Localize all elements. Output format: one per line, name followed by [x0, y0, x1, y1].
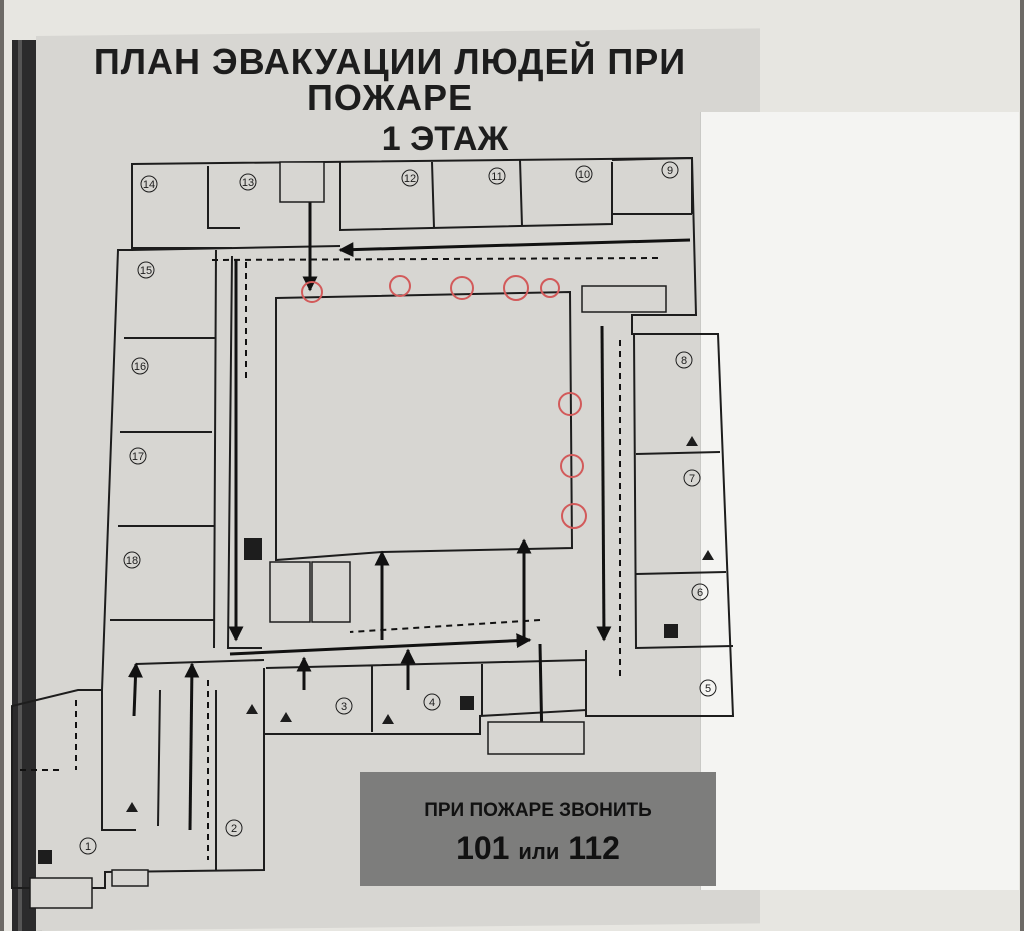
room-5: 5: [699, 679, 717, 697]
binder-shadow: [18, 40, 22, 931]
room-label: 12: [404, 173, 416, 185]
room-14-15-walls: [132, 166, 240, 249]
stair-south: [487, 721, 585, 755]
phone-icon: [664, 624, 678, 638]
stairs: [29, 161, 667, 909]
room-label: 2: [231, 823, 237, 835]
room-2: 2: [225, 819, 243, 837]
room-label: 15: [140, 265, 152, 277]
west-rooms: [110, 249, 217, 649]
room-8: 8: [675, 351, 693, 369]
room-9: [611, 156, 693, 214]
emergency-call-text: ПРИ ПОЖАРЕ ЗВОНИТЬ: [424, 800, 652, 821]
east-rooms: [633, 333, 734, 650]
phone-icon: [38, 850, 52, 864]
room-13: 13: [239, 173, 257, 191]
emergency-call-box: ПРИ ПОЖАРЕ ЗВОНИТЬ 101 или 112: [360, 772, 716, 886]
room-label: 7: [689, 473, 695, 485]
stair-central-1: [269, 561, 311, 623]
route-east: [596, 325, 612, 642]
room-10: 10: [575, 165, 593, 183]
person-icon: [244, 538, 262, 560]
route-south: [229, 633, 532, 656]
room-7: 7: [683, 469, 701, 487]
south-rooms: [263, 650, 587, 734]
room-label: 9: [667, 165, 673, 177]
outer-wall: [11, 156, 735, 889]
stair-room-1: [29, 877, 93, 909]
room-numbers: 14 13 12 11 10 9 15 16 17 18 8 7 6 5 4 3…: [79, 161, 717, 855]
stair-north: [581, 285, 667, 313]
room-label: 13: [242, 177, 254, 189]
room-14: 14: [140, 175, 158, 193]
room-17: 17: [129, 447, 147, 465]
stair-room-2: [111, 869, 149, 887]
emergency-number-1: 101: [456, 830, 510, 866]
route-up-1: [127, 662, 143, 717]
emergency-or: или: [518, 839, 560, 864]
room-label: 8: [681, 355, 687, 367]
room-1: 1: [79, 837, 97, 855]
room-18: 18: [123, 551, 141, 569]
room-15: 15: [137, 261, 155, 279]
phone-icons: [38, 538, 678, 864]
room-3: 3: [335, 697, 353, 715]
room-4: 4: [423, 693, 441, 711]
emergency-numbers: 101 или 112: [360, 830, 716, 867]
room-label: 14: [143, 179, 155, 191]
room-1-2-walls: [101, 659, 265, 870]
walls: [11, 156, 735, 889]
title-line-2: 1 ЭТАЖ: [381, 120, 509, 158]
stair-central-2: [311, 561, 351, 623]
title-line-1: ПЛАН ЭВАКУАЦИИ ЛЮДЕЙ ПРИ ПОЖАРЕ: [93, 41, 687, 118]
room-label: 4: [429, 697, 435, 709]
red-marks: [301, 275, 587, 529]
plan-title: ПЛАН ЭВАКУАЦИИ ЛЮДЕЙ ПРИ ПОЖАРЕ 1 ЭТАЖ: [40, 41, 740, 158]
route-up-2: [184, 662, 200, 831]
room-9: 9: [661, 161, 679, 179]
room-label: 10: [578, 169, 590, 181]
room-label: 18: [126, 555, 138, 567]
north-rooms-line: [131, 159, 692, 251]
emergency-number-2: 112: [568, 830, 620, 866]
phone-icon: [460, 696, 474, 710]
blank-paper-sheet: [700, 112, 1019, 890]
room-label: 11: [491, 171, 502, 183]
corridor-west: [226, 255, 262, 649]
secondary-routes: [20, 257, 661, 860]
room-label: 16: [134, 361, 146, 373]
fire-extinguishers: [126, 436, 714, 812]
courtyard: [275, 290, 574, 562]
room-6: 6: [691, 583, 709, 601]
room-label: 6: [697, 587, 703, 599]
room-label: 3: [341, 701, 347, 713]
room-label: 17: [132, 451, 144, 463]
room-11: 11: [488, 167, 506, 185]
room-label: 5: [705, 683, 711, 695]
room-16: 16: [131, 357, 149, 375]
route-north: [338, 238, 691, 258]
room-label: 1: [85, 841, 91, 853]
room-12: 12: [401, 169, 419, 187]
stair-north-west: [279, 161, 325, 203]
